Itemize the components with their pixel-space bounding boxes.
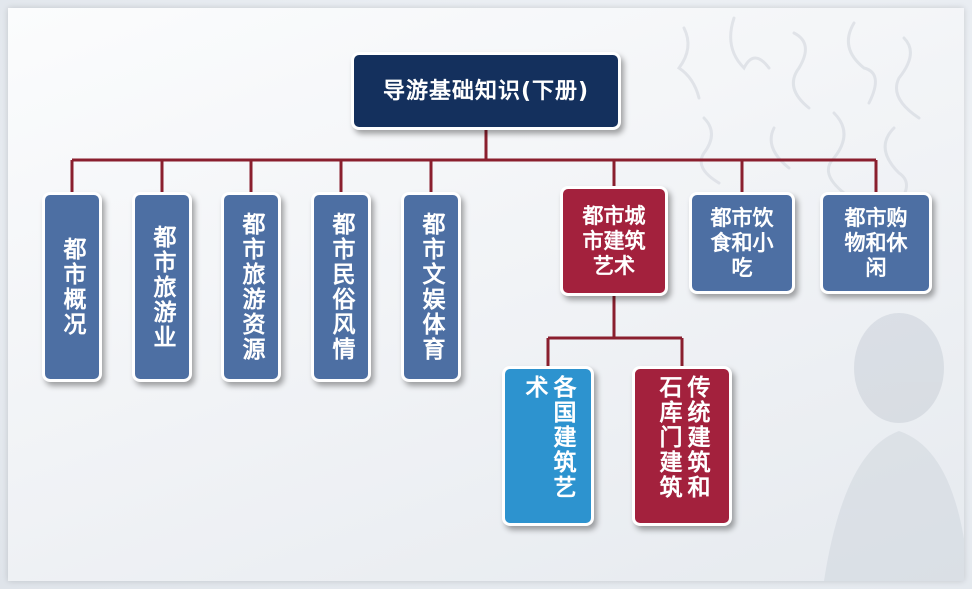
node-label: 都市旅游业 [149, 224, 175, 350]
node-city-tourism: 都市旅游业 [132, 192, 192, 382]
node-label: 各国建筑艺术 [521, 375, 575, 500]
node-city-overview: 都市概况 [42, 192, 102, 382]
node-label: 传统建筑和石库门建筑 [655, 375, 709, 500]
node-food-snacks: 都市饮食和小吃 [689, 192, 795, 294]
node-city-architecture: 都市城市建筑艺术 [560, 186, 668, 296]
node-label: 都市旅游资源 [238, 212, 264, 362]
node-entertainment-sports: 都市文娱体育 [401, 192, 461, 382]
root-label: 导游基础知识(下册) [382, 78, 590, 104]
node-shopping-leisure: 都市购物和休闲 [820, 192, 932, 294]
node-tourism-resources: 都市旅游资源 [221, 192, 281, 382]
node-label: 都市饮食和小吃 [710, 205, 774, 280]
node-folk-customs: 都市民俗风情 [311, 192, 371, 382]
node-label: 都市民俗风情 [328, 212, 354, 362]
node-shikumen-architecture: 传统建筑和石库门建筑 [632, 366, 732, 526]
node-label: 都市城市建筑艺术 [582, 203, 646, 278]
node-world-architecture: 各国建筑艺术 [502, 366, 594, 526]
node-label: 都市购物和休闲 [844, 205, 908, 280]
root-node: 导游基础知识(下册) [351, 52, 621, 130]
node-label: 都市概况 [59, 237, 85, 337]
node-label: 都市文娱体育 [418, 212, 444, 362]
